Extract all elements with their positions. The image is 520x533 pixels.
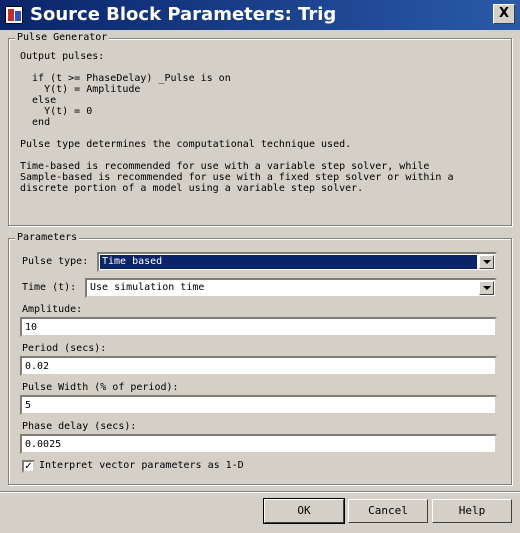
- period-label: Period (secs):: [22, 343, 107, 354]
- chevron-down-icon[interactable]: [479, 255, 494, 269]
- pulse-type-dropdown[interactable]: Time based: [97, 252, 497, 272]
- pulse-generator-legend: Pulse Generator: [15, 32, 110, 44]
- phase-delay-input[interactable]: 0.0025: [20, 434, 497, 454]
- amplitude-input[interactable]: 10: [20, 317, 497, 337]
- cancel-button[interactable]: Cancel: [348, 499, 428, 523]
- interpret-vector-label: Interpret vector parameters as 1-D: [39, 460, 244, 471]
- period-input[interactable]: 0.02: [20, 356, 497, 376]
- pulse-width-input[interactable]: 5: [20, 395, 497, 415]
- help-button[interactable]: Help: [432, 499, 512, 523]
- window-title: Source Block Parameters: Trig: [30, 4, 337, 25]
- close-button[interactable]: X: [493, 4, 515, 24]
- parameters-legend: Parameters: [15, 232, 80, 244]
- interpret-vector-checkbox[interactable]: ✓: [22, 460, 35, 473]
- time-label: Time (t):: [22, 282, 77, 293]
- pulse-type-label: Pulse type:: [22, 256, 89, 267]
- pulse-type-value: Time based: [99, 254, 478, 270]
- title-bar[interactable]: Source Block Parameters: Trig X: [0, 0, 520, 30]
- ok-button[interactable]: OK: [263, 498, 345, 524]
- time-dropdown[interactable]: Use simulation time: [85, 278, 497, 298]
- amplitude-label: Amplitude:: [22, 304, 83, 315]
- phase-delay-label: Phase delay (secs):: [22, 421, 137, 432]
- pulse-width-label: Pulse Width (% of period):: [22, 382, 179, 393]
- block-description: Output pulses: if (t >= PhaseDelay) _Pul…: [20, 51, 454, 194]
- button-separator: [0, 491, 520, 493]
- parameters-group: Parameters: [8, 232, 512, 485]
- time-value: Use simulation time: [90, 282, 205, 293]
- chevron-down-icon[interactable]: [479, 281, 494, 295]
- pulse-generator-group: Pulse Generator Output pulses: if (t >= …: [8, 32, 512, 226]
- simulink-block-icon: [5, 6, 23, 24]
